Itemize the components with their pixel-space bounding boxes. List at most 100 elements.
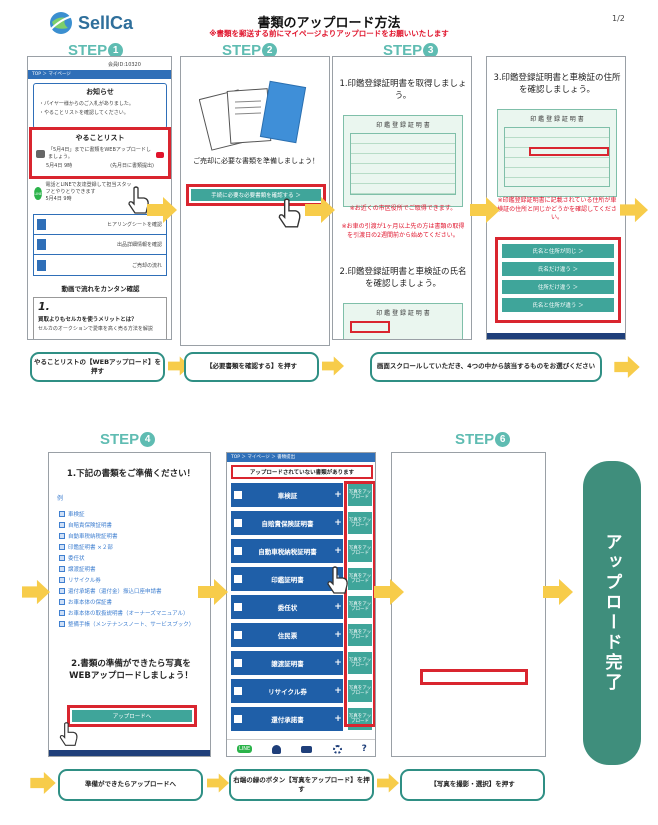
document-list-item: リサイクル券 bbox=[59, 574, 207, 585]
document-list-item: 自動車税納税証明書 bbox=[59, 530, 207, 541]
expand-plus-icon[interactable]: + bbox=[334, 518, 342, 528]
checkbox-icon[interactable] bbox=[234, 519, 242, 527]
menu-item-details[interactable]: 出品詳細情報を確認 bbox=[34, 235, 166, 255]
upload-photo-button[interactable]: 写真をアップロード bbox=[347, 623, 373, 647]
upload-complete-banner: アップロード完了 bbox=[583, 461, 641, 765]
arrow-right-icon bbox=[30, 772, 56, 794]
name-different-button[interactable]: 氏名だけ違う ＞ bbox=[502, 262, 614, 276]
both-different-button[interactable]: 氏名と住所が違う ＞ bbox=[502, 298, 614, 312]
upload-photo-button[interactable]: 写真をアップロード bbox=[347, 679, 373, 703]
user-nav-icon[interactable] bbox=[272, 744, 282, 754]
checkbox-icon bbox=[59, 554, 65, 561]
document-row-toggle[interactable]: 自賠責保険証明書+ bbox=[231, 511, 343, 535]
checkbox-icon bbox=[59, 510, 65, 517]
name-highlight bbox=[350, 321, 390, 333]
checkbox-icon[interactable] bbox=[234, 715, 242, 723]
document-row-toggle[interactable]: リサイクル券+ bbox=[231, 679, 343, 703]
todo-item[interactable]: 「5月4日」までに書類をWEBアップロードしましょう。 bbox=[48, 147, 151, 160]
step-text: STEP bbox=[383, 42, 423, 59]
pointer-hand-icon bbox=[59, 722, 78, 746]
breadcrumb: TOP ＞ マイページ ＞ 書類提出 bbox=[227, 453, 375, 462]
checkbox-icon[interactable] bbox=[234, 575, 242, 583]
page-subtitle: ※書類を郵送する前にマイページよりアップロードをお願いいたします bbox=[209, 29, 449, 38]
take-photo-highlight[interactable] bbox=[420, 669, 528, 685]
screen-documents-intro: ご売却に必要な書類を準備しましょう！ 手続に必要な必要書類を確認する ＞ bbox=[180, 56, 330, 346]
todo-note: (先月日に書類提出) bbox=[110, 163, 154, 169]
arrow-right-icon bbox=[470, 197, 500, 223]
document-row-toggle[interactable]: 自動車税納税証明書+ bbox=[231, 539, 343, 563]
upload-photo-button[interactable]: 写真をアップロード bbox=[347, 539, 373, 563]
document-row-toggle[interactable]: 還付承諾書 + bbox=[231, 707, 343, 731]
upload-row: 還付承諾書 + 写真をアップロード bbox=[231, 707, 373, 731]
document-list-item: 委任状 bbox=[59, 552, 207, 563]
check-documents-highlight[interactable]: 手続に必要な必要書類を確認する ＞ bbox=[186, 184, 326, 206]
checkbox-icon[interactable] bbox=[234, 631, 242, 639]
page-title: 書類のアップロード方法 bbox=[257, 16, 401, 31]
to-upload-button[interactable]: アップロードへ bbox=[72, 710, 192, 722]
checkbox-icon bbox=[59, 576, 65, 583]
expand-plus-icon[interactable]: + bbox=[334, 686, 342, 696]
upload-row: 印鑑証明書+写真をアップロード bbox=[231, 567, 373, 591]
document-row-toggle[interactable]: 住民票+ bbox=[231, 623, 343, 647]
checkbox-icon bbox=[59, 521, 65, 528]
upload-photo-button[interactable]: 写真をアップロード bbox=[347, 595, 373, 619]
video-card[interactable]: 1. 買取よりもセルカを使うメリットとは？ セルカのオークションで愛車を高く売る… bbox=[33, 297, 167, 339]
document-list-label: 委任状 bbox=[68, 555, 85, 562]
document-list-item: お車本体の取扱説明書（オーナーズマニュアル） bbox=[59, 607, 207, 618]
upload-photo-button[interactable]: 写真をアップロード bbox=[347, 707, 373, 731]
checkbox-icon[interactable] bbox=[234, 547, 242, 555]
upload-photo-button[interactable]: 写真をアップロード bbox=[347, 651, 373, 675]
question-nav-icon[interactable]: ? bbox=[361, 744, 367, 754]
document-list-label: リサイクル券 bbox=[68, 577, 101, 584]
menu-label: ヒアリングシートを確認 bbox=[106, 222, 162, 228]
upload-photo-button[interactable]: 写真をアップロード bbox=[347, 567, 373, 591]
document-row-toggle[interactable]: 印鑑証明書+ bbox=[231, 567, 343, 591]
document-row-toggle[interactable]: 譲渡証明書+ bbox=[231, 651, 343, 675]
upload-photo-button[interactable]: 写真をアップロード bbox=[347, 483, 373, 507]
arrow-right-icon bbox=[305, 197, 335, 223]
checkbox-icon bbox=[59, 609, 65, 616]
menu-item-flow[interactable]: ご売却の流れ bbox=[34, 255, 166, 275]
checkbox-icon[interactable] bbox=[234, 687, 242, 695]
todo-list-highlight[interactable]: やることリスト 「5月4日」までに書類をWEBアップロードしましょう。 5月4日… bbox=[29, 127, 171, 179]
expand-plus-icon[interactable]: + bbox=[334, 602, 342, 612]
documents-illustration bbox=[199, 80, 307, 151]
line-nav-icon[interactable]: LINE bbox=[237, 745, 253, 753]
expand-plus-icon[interactable]: + bbox=[334, 630, 342, 640]
expand-plus-icon[interactable]: + bbox=[334, 546, 342, 556]
check-documents-button[interactable]: 手続に必要な必要書類を確認する ＞ bbox=[191, 189, 321, 201]
address-different-button[interactable]: 住所だけ違う ＞ bbox=[502, 280, 614, 294]
menu-item-hearing[interactable]: ヒアリングシートを確認 bbox=[34, 215, 166, 235]
same-name-address-button[interactable]: 氏名と住所が同じ ＞ bbox=[502, 244, 614, 258]
notice-line-1: ・パイヤ一様からのご入札がありました。 bbox=[39, 101, 134, 107]
expand-plus-icon[interactable]: + bbox=[334, 714, 342, 724]
checkbox-icon[interactable] bbox=[234, 491, 242, 499]
upload-photo-button[interactable]: 写真をアップロード bbox=[347, 511, 373, 535]
pointer-hand-icon bbox=[128, 186, 149, 214]
car-nav-icon[interactable] bbox=[301, 745, 313, 753]
upload-row: 委任状 + 写真をアップロード bbox=[231, 595, 373, 619]
to-upload-highlight[interactable]: アップロードへ bbox=[67, 705, 197, 727]
notice-line-2: ・やることリストを確認してください。 bbox=[39, 110, 129, 116]
document-row-label: 還付承諾書 bbox=[271, 716, 304, 724]
checkbox-icon bbox=[59, 565, 65, 572]
checkbox-icon bbox=[59, 532, 65, 539]
document-row-toggle[interactable]: 委任状 + bbox=[231, 595, 343, 619]
documents-intro-text: ご売却に必要な書類を準備しましょう！ bbox=[193, 157, 319, 165]
expand-plus-icon[interactable]: + bbox=[334, 490, 342, 500]
expand-plus-icon[interactable]: + bbox=[334, 658, 342, 668]
gear-nav-icon[interactable] bbox=[332, 744, 342, 754]
document-row-label: 委任状 bbox=[277, 604, 298, 612]
document-list-item: 印鑑証明書 ×２部 bbox=[59, 541, 207, 552]
screen-photo-select bbox=[391, 452, 546, 757]
checkbox-icon[interactable] bbox=[234, 659, 242, 667]
checkbox-icon[interactable] bbox=[234, 603, 242, 611]
arrow-right-icon bbox=[198, 579, 228, 605]
member-id: 会員ID:10320 bbox=[108, 62, 141, 68]
document-row-toggle[interactable]: 車検証+ bbox=[231, 483, 343, 507]
step-text: STEP bbox=[222, 42, 262, 59]
